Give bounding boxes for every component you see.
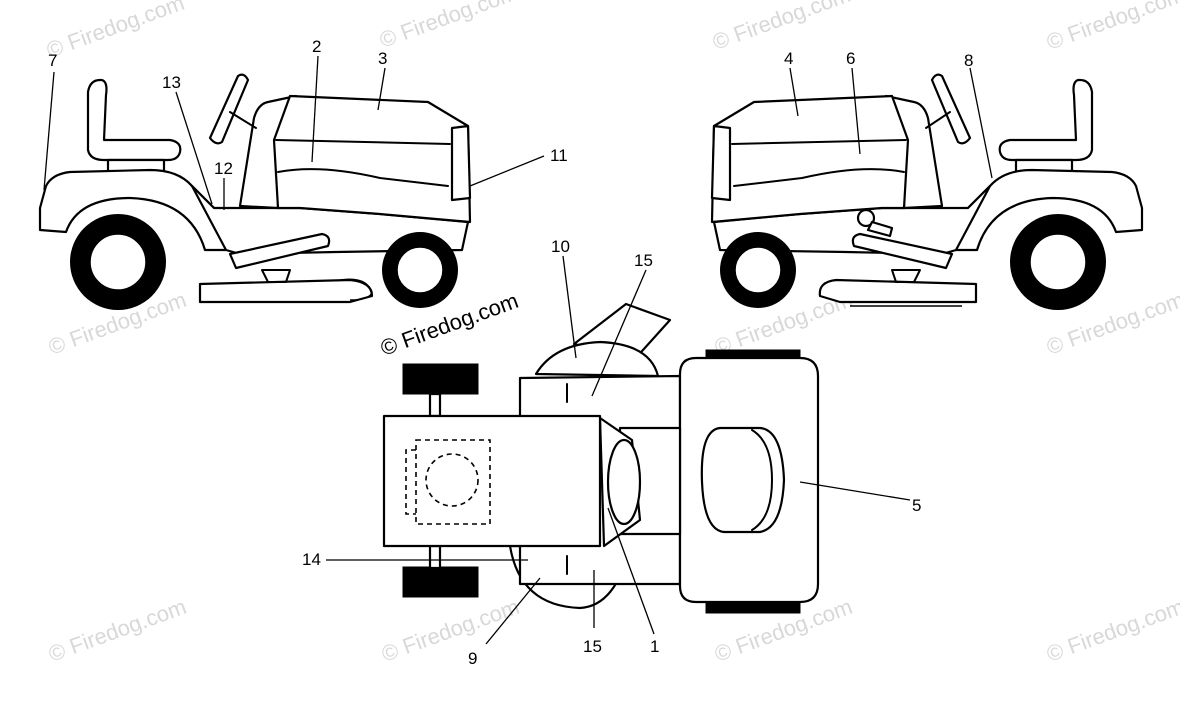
hood-side-line <box>275 139 451 145</box>
leader-2 <box>311 55 319 163</box>
callout-11: 11 <box>550 146 568 165</box>
callout-15-top: 15 <box>634 251 653 270</box>
foot-pedal <box>228 232 331 270</box>
front-tire-bottom <box>705 602 801 614</box>
hood-skirt-line <box>733 168 905 187</box>
grille <box>450 124 472 202</box>
hood <box>272 94 472 224</box>
callout-14: 14 <box>302 550 321 569</box>
callout-7: 7 <box>48 51 57 70</box>
callout-3: 3 <box>378 49 387 68</box>
leader-15a <box>591 269 647 397</box>
leader-11 <box>469 155 545 187</box>
tractor-top-view <box>382 302 820 614</box>
mower-deck <box>198 278 374 304</box>
leader-4 <box>789 67 799 117</box>
lift-lever <box>866 220 894 238</box>
callout-1: 1 <box>650 637 659 656</box>
mower-deck <box>818 278 978 304</box>
deck-top <box>534 340 660 378</box>
leader-6 <box>851 67 861 155</box>
rear-axle-bottom <box>428 544 442 570</box>
foot-pedal <box>851 232 954 270</box>
leader-13 <box>175 91 213 205</box>
leader-9 <box>485 577 541 645</box>
watermark: © Firedog.com <box>43 0 187 63</box>
front-wheel-hub <box>734 246 782 294</box>
tractor-right-side-view <box>710 73 1144 310</box>
leader-5 <box>799 481 911 501</box>
grille-oval <box>700 426 786 534</box>
callout-15-bottom: 15 <box>583 637 602 656</box>
tractor-left-side-view <box>38 73 472 310</box>
rear-tire-top <box>402 363 479 395</box>
watermark: © Firedog.com <box>709 0 853 55</box>
leader-lines <box>43 55 993 645</box>
rear-wheel-hub <box>1029 233 1087 291</box>
seat-outline-dashed <box>415 439 491 525</box>
chassis <box>712 184 992 256</box>
grille-oval-inner <box>751 429 773 531</box>
seat-back-dashed <box>405 449 416 515</box>
deck-strut <box>261 269 291 283</box>
leader-1 <box>607 507 655 635</box>
watermark: © Firedog.com <box>376 0 520 53</box>
hood-skirt-line <box>277 168 449 187</box>
watermark: © Firedog.com <box>1043 594 1180 667</box>
deck-strut <box>891 269 921 283</box>
chassis <box>190 184 470 256</box>
callout-4: 4 <box>784 49 793 68</box>
lift-lever-knob <box>856 208 876 228</box>
seat <box>998 78 1094 162</box>
callout-12: 12 <box>214 159 233 178</box>
watermark: © Firedog.com <box>45 594 189 667</box>
rear-wheel-hub <box>89 233 147 291</box>
rear-body-top <box>382 414 602 548</box>
rear-tire-bottom <box>402 566 479 598</box>
leader-10 <box>562 255 577 359</box>
seat-cushion-dashed <box>425 453 479 507</box>
steering-wheel <box>930 73 972 145</box>
seat <box>86 78 182 162</box>
steering-column <box>229 111 257 129</box>
leader-3 <box>377 67 386 111</box>
leader-7 <box>43 71 55 191</box>
callout-labels: 7 13 12 2 3 11 4 6 8 10 15 5 14 9 15 1 <box>48 37 973 668</box>
steering-column <box>925 111 951 129</box>
callout-8: 8 <box>964 51 973 70</box>
discharge-chute <box>339 278 373 301</box>
callout-9: 9 <box>468 649 477 668</box>
callout-5: 5 <box>912 496 921 515</box>
steering-hub <box>606 438 642 526</box>
hood <box>710 94 910 224</box>
front-wheel-hub <box>396 246 444 294</box>
rear-body <box>38 168 228 252</box>
watermark: © Firedog.com <box>1043 0 1180 55</box>
callout-2: 2 <box>312 37 321 56</box>
steering-wheel <box>208 73 250 145</box>
callout-13: 13 <box>162 73 181 92</box>
hood-side-line <box>731 139 907 145</box>
grille <box>710 124 732 202</box>
leader-8 <box>969 67 993 179</box>
watermark: © Firedog.com <box>378 594 522 667</box>
rear-body <box>954 168 1144 252</box>
callout-6: 6 <box>846 49 855 68</box>
callout-10: 10 <box>551 237 570 256</box>
rear-axle-top <box>428 392 442 418</box>
